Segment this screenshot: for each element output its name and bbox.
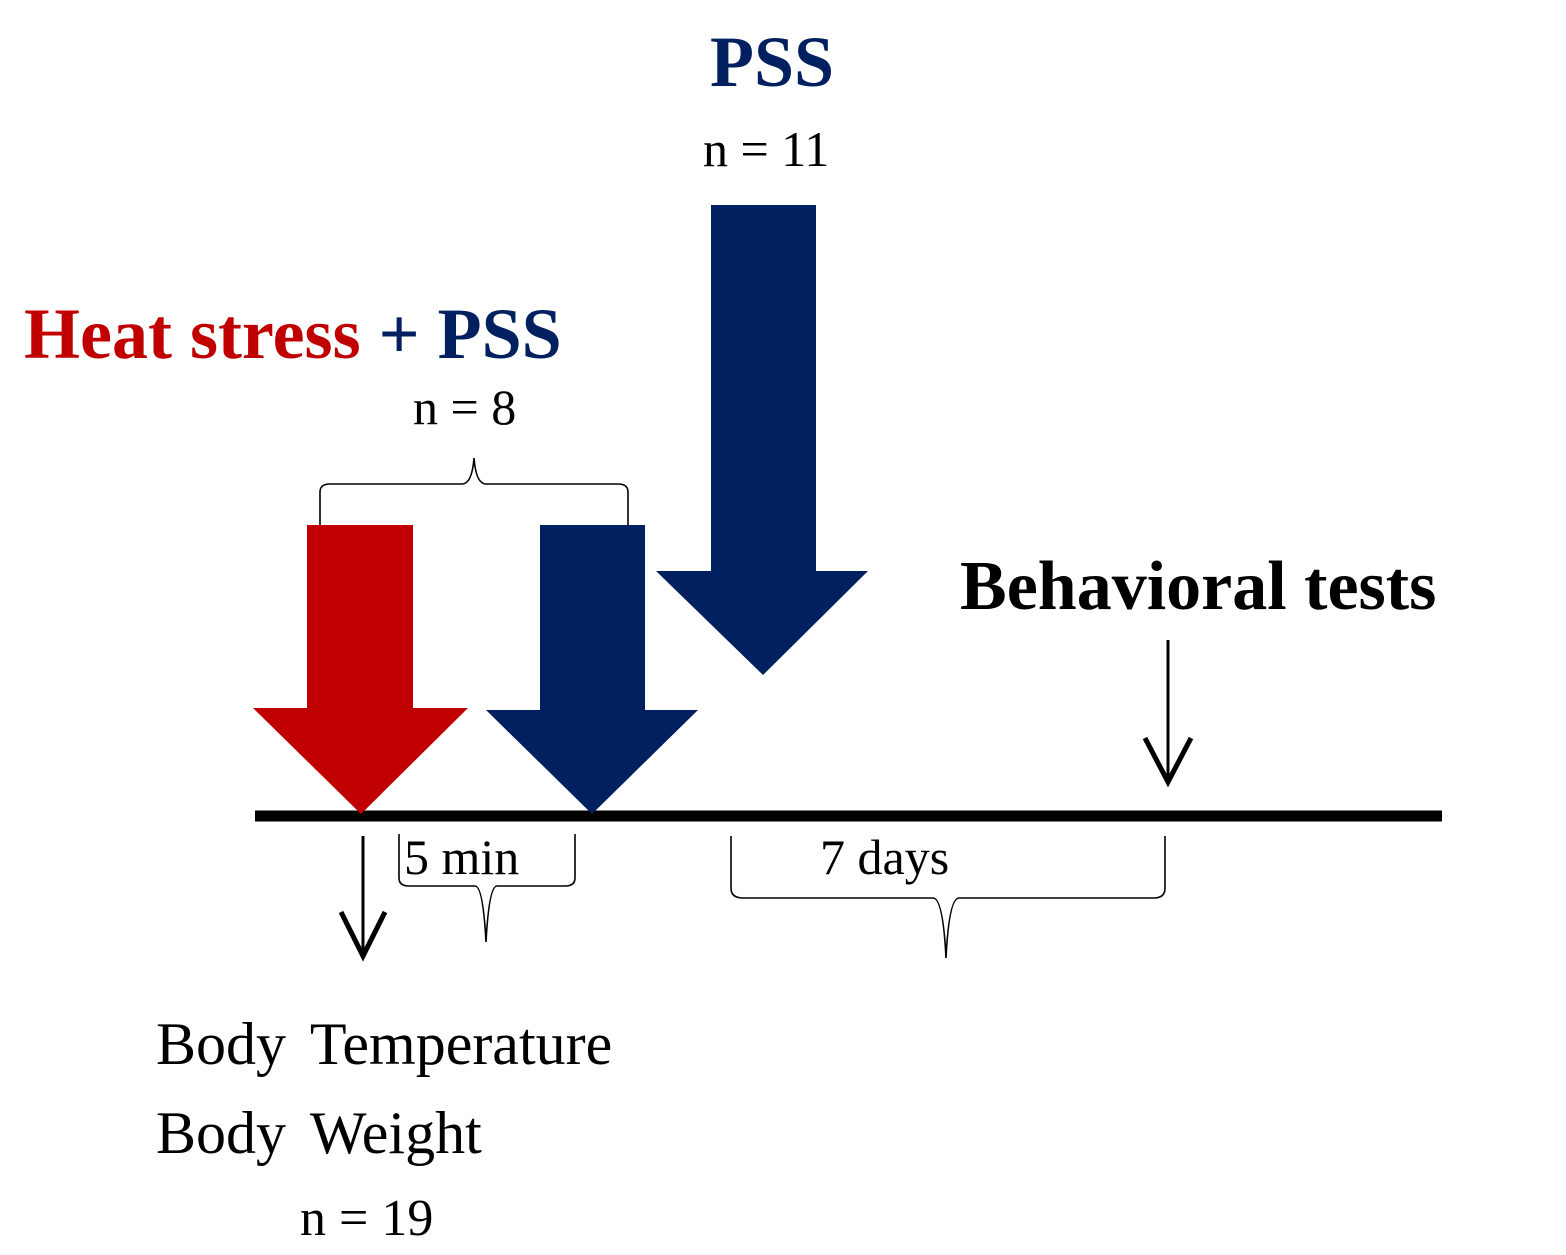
behavioral-arrow-head (1142, 736, 1194, 788)
body-temperature-label: Body Temperature (156, 1011, 613, 1077)
pss-combo-arrow (486, 525, 698, 814)
combo-pss-label: PSS (437, 294, 562, 374)
seven-days-brace (730, 836, 1166, 959)
five-min-label: 5 min (404, 829, 520, 885)
combo-group-brace (319, 457, 629, 525)
body-weight-label: Body Weight (156, 1100, 482, 1166)
heat-stress-label: Heat stress (24, 294, 361, 374)
heat-stress-arrow (253, 525, 468, 814)
behavioral-tests-label: Behavioral tests (960, 548, 1437, 625)
combo-group-title: Heat stress + PSS (24, 298, 562, 370)
measurement-arrow-head (338, 910, 388, 962)
pss-only-arrow (656, 205, 868, 675)
seven-days-label: 7 days (820, 829, 950, 885)
pss-only-title: PSS (710, 22, 835, 102)
combo-group-sample-size: n = 8 (413, 379, 517, 435)
measurement-sample-size: n = 19 (300, 1190, 434, 1247)
plus-sign: + (378, 294, 420, 374)
pss-only-sample-size: n = 11 (703, 121, 830, 177)
five-min-brace (398, 834, 576, 943)
